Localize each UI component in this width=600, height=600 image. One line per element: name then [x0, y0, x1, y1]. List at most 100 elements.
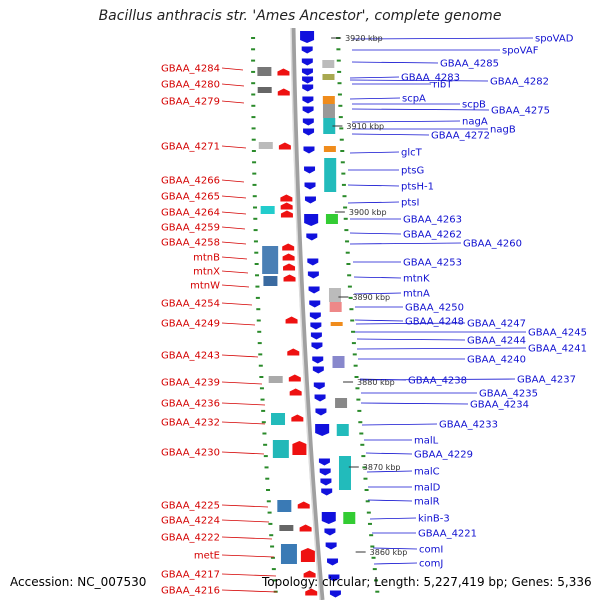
leader-line — [221, 451, 265, 455]
gene-label[interactable]: GBAA_4245 — [528, 328, 587, 339]
gene-label[interactable]: mtnK — [403, 274, 430, 285]
tick-mark — [272, 579, 277, 582]
gene-label[interactable]: malD — [414, 483, 441, 494]
leader-line — [351, 61, 439, 64]
gene-label[interactable]: metE — [194, 551, 220, 562]
gene-label[interactable]: GBAA_4258 — [161, 238, 220, 249]
tick-mark — [367, 522, 372, 525]
gene-label[interactable]: GBAA_4272 — [431, 131, 490, 142]
gene-label[interactable]: GBAA_4240 — [467, 355, 526, 366]
gene-label[interactable]: GBAA_4265 — [161, 192, 220, 203]
gene-label[interactable]: spoVAF — [502, 46, 539, 57]
gene-label[interactable]: GBAA_4263 — [403, 215, 462, 226]
gene-label[interactable]: GBAA_4238 — [408, 376, 467, 387]
gene-label[interactable]: glcT — [401, 148, 423, 159]
gene-label[interactable]: mtnX — [193, 267, 220, 278]
gene-label[interactable]: GBAA_4283 — [401, 73, 460, 84]
gene-label[interactable]: mtnB — [193, 253, 220, 264]
tick-mark — [251, 138, 256, 141]
gene-label[interactable]: GBAA_4247 — [467, 319, 526, 330]
gene-label[interactable]: GBAA_4254 — [161, 299, 220, 310]
gene-label[interactable]: nagB — [490, 125, 516, 136]
gene-feature-box — [328, 288, 341, 302]
forward-gene-arrow — [292, 441, 307, 455]
leader-line — [372, 547, 418, 550]
gene-label[interactable]: GBAA_4275 — [491, 106, 550, 117]
gene-label[interactable]: comI — [419, 545, 443, 556]
gene-label[interactable]: scpB — [462, 100, 486, 111]
tick-mark — [348, 296, 353, 299]
leader-line — [221, 589, 278, 593]
gene-label[interactable]: GBAA_4216 — [161, 586, 220, 597]
gene-label[interactable]: malL — [414, 436, 439, 447]
tick-mark — [358, 421, 363, 424]
gene-label[interactable]: scpA — [402, 94, 426, 105]
gene-label[interactable]: GBAA_4217 — [161, 570, 220, 581]
gene-label[interactable]: mtnA — [403, 289, 430, 300]
gene-label[interactable]: GBAA_4250 — [405, 303, 464, 314]
gene-feature-box — [324, 158, 337, 192]
gene-label[interactable]: ptsI — [401, 198, 419, 209]
tick-mark — [343, 217, 348, 220]
gene-label[interactable]: mtnW — [190, 281, 220, 292]
gene-label[interactable]: GBAA_4280 — [161, 80, 220, 91]
leader-line — [221, 145, 247, 149]
gene-label[interactable]: GBAA_4235 — [479, 389, 538, 400]
gene-label[interactable]: GBAA_4236 — [161, 399, 220, 410]
gene-label[interactable]: GBAA_4239 — [161, 378, 220, 389]
gene-label[interactable]: GBAA_4241 — [528, 344, 587, 355]
tick-mark — [341, 172, 346, 175]
gene-label[interactable]: GBAA_4243 — [161, 351, 220, 362]
gene-label[interactable]: GBAA_4233 — [439, 420, 498, 431]
forward-gene-arrow — [277, 88, 290, 96]
gene-label[interactable]: GBAA_4266 — [161, 176, 220, 187]
tick-mark — [264, 466, 269, 469]
gene-label[interactable]: GBAA_4229 — [414, 450, 473, 461]
gene-label[interactable]: GBAA_4282 — [490, 77, 549, 88]
gene-label[interactable]: GBAA_4271 — [161, 142, 220, 153]
gene-label[interactable]: GBAA_4253 — [403, 258, 462, 269]
gene-label[interactable]: GBAA_4284 — [161, 64, 220, 75]
gene-label[interactable]: GBAA_4279 — [161, 97, 220, 108]
gene-label[interactable]: GBAA_4248 — [405, 317, 464, 328]
gene-feature-box — [257, 87, 272, 93]
gene-label[interactable]: GBAA_4260 — [463, 239, 522, 250]
tick-mark — [359, 432, 364, 435]
gene-label[interactable]: ribT — [433, 80, 453, 91]
gene-label[interactable]: GBAA_4221 — [418, 529, 477, 540]
gene-label[interactable]: malC — [414, 467, 440, 478]
gene-label[interactable]: kinB-3 — [418, 514, 450, 525]
gene-label[interactable]: malR — [414, 497, 440, 508]
gene-label[interactable]: GBAA_4224 — [161, 516, 220, 527]
gene-label[interactable]: GBAA_4244 — [467, 336, 526, 347]
tick-mark — [337, 82, 342, 85]
leader-line — [353, 276, 402, 279]
gene-label[interactable]: GBAA_4225 — [161, 501, 220, 512]
gene-label[interactable]: GBAA_4230 — [161, 448, 220, 459]
reverse-gene-arrow — [302, 106, 314, 114]
gene-label[interactable]: GBAA_4262 — [403, 230, 462, 241]
gene-label[interactable]: ptsH-1 — [401, 182, 434, 193]
gene-label[interactable]: ptsG — [401, 166, 424, 177]
reverse-gene-arrow — [313, 382, 325, 390]
gene-label[interactable]: GBAA_4237 — [517, 375, 576, 386]
leader-line — [221, 302, 253, 306]
gene-label[interactable]: GBAA_4222 — [161, 533, 220, 544]
gene-label[interactable]: GBAA_4234 — [470, 400, 529, 411]
reverse-gene-arrow — [315, 424, 330, 436]
gene-label[interactable]: GBAA_4285 — [440, 59, 499, 70]
forward-gene-arrow — [303, 570, 316, 578]
reverse-gene-arrow — [309, 312, 321, 320]
gene-label[interactable]: GBAA_4264 — [161, 208, 220, 219]
gene-label[interactable]: nagA — [462, 117, 488, 128]
tick-mark — [340, 150, 345, 152]
gene-label[interactable]: GBAA_4232 — [161, 418, 220, 429]
gene-label[interactable]: spoVAD — [535, 34, 574, 45]
tick-mark — [266, 500, 271, 503]
gene-label[interactable]: GBAA_4249 — [161, 319, 220, 330]
gene-label[interactable]: GBAA_4259 — [161, 223, 220, 234]
gene-label[interactable]: comJ — [419, 559, 443, 570]
tick-mark — [254, 251, 259, 254]
tick-mark — [265, 477, 270, 480]
